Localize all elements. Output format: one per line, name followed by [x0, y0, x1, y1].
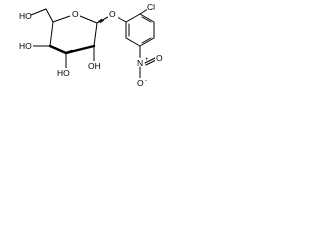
c3-hydroxyl-label: HO — [57, 68, 70, 78]
bond-o5-c1 — [79, 15, 98, 24]
ch2oh-label: HO — [19, 11, 32, 21]
bond-ar-de — [139, 37, 155, 47]
nitro-minus-label: - — [145, 78, 147, 84]
c4-hydroxyl-label: HO — [19, 41, 32, 51]
bond-ar-ab — [125, 13, 141, 23]
bond-ar-inner-3 — [141, 37, 152, 44]
c2-hydroxyl-label: OH — [88, 61, 101, 71]
c4-hydroxyl: HO — [19, 41, 51, 51]
bond-ar-cl — [139, 8, 149, 15]
bond-n-o-upper-2 — [145, 59, 157, 66]
nitro-group: N + O O - — [136, 45, 164, 88]
pyranose-ring — [48, 15, 98, 55]
benzene-ring — [125, 13, 155, 47]
bond-n-o-upper — [144, 57, 156, 64]
glycosidic-linkage: O — [96, 9, 127, 24]
bond-ar-ef — [125, 37, 141, 47]
bond-c3-front — [64, 49, 74, 55]
bond-ar-inner-2 — [141, 16, 152, 23]
chemical-structure: HO O O HO HO OH — [19, 2, 164, 88]
ch2oh-group: HO — [19, 8, 54, 23]
nitro-o-bottom-label: O — [137, 78, 144, 88]
bond-ar-bc — [139, 13, 155, 23]
c3-hydroxyl: HO — [57, 52, 71, 78]
bond-c6-o6 — [30, 8, 47, 16]
glycosidic-oxygen-label: O — [109, 9, 116, 19]
bond-c1-c2 — [93, 22, 98, 47]
chloro-label: Cl — [147, 2, 155, 12]
ring-oxygen: O — [70, 9, 80, 19]
chloro-substituent: Cl — [139, 2, 160, 15]
bond-c4-c3 — [48, 44, 68, 55]
bond-c5-o5 — [52, 15, 71, 23]
bond-c5-c6 — [45, 8, 54, 23]
c2-hydroxyl: OH — [88, 45, 102, 71]
nitro-n-label: N — [137, 58, 143, 68]
nitro-o-top-label: O — [156, 53, 163, 63]
bond-o1-aryl — [116, 16, 127, 23]
ring-oxygen-label: O — [72, 9, 79, 19]
bond-c1-o1 — [96, 16, 109, 24]
bond-c5-c4 — [49, 21, 54, 47]
nitro-plus-label: + — [145, 57, 149, 63]
